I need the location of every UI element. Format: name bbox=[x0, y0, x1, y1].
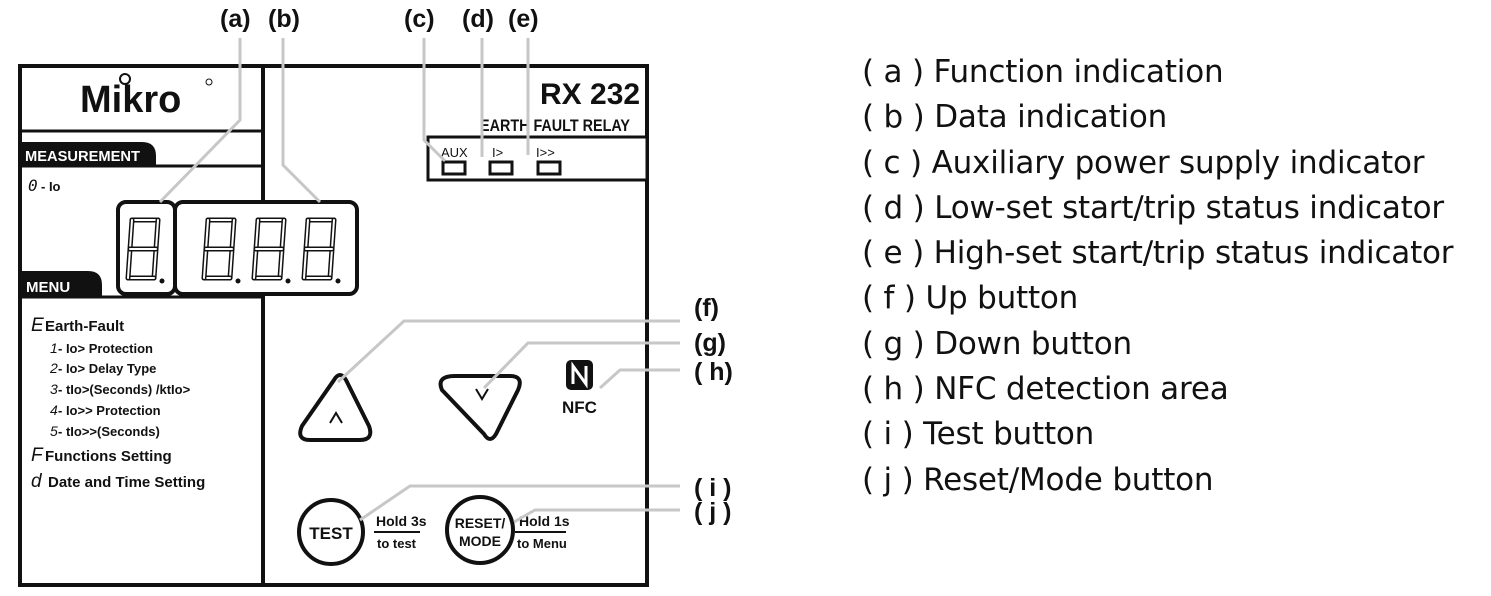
leader-i bbox=[359, 484, 680, 522]
svg-text:0: 0 bbox=[28, 176, 38, 195]
callout-i: ( i ) bbox=[694, 474, 732, 502]
model-title: RX 232 bbox=[540, 78, 640, 111]
svg-text:Hold 3s: Hold 3s bbox=[376, 513, 427, 529]
svg-text:3: 3 bbox=[50, 381, 58, 397]
nfc-icon bbox=[566, 360, 593, 390]
svg-text:MODE: MODE bbox=[459, 533, 501, 549]
svg-text:MEASUREMENT: MEASUREMENT bbox=[25, 148, 140, 165]
svg-text:d: d bbox=[31, 471, 43, 492]
up-arrow-icon bbox=[329, 411, 343, 424]
callout-a: (a) bbox=[220, 5, 251, 33]
leader-a bbox=[158, 38, 242, 204]
function-display bbox=[116, 200, 177, 296]
leader-c bbox=[422, 38, 447, 163]
data-digit-3 bbox=[301, 217, 341, 284]
callout-g: (g) bbox=[694, 329, 726, 357]
menu-header: MENU bbox=[20, 271, 263, 299]
svg-text:MENU: MENU bbox=[26, 279, 70, 296]
menu-item-tio-seconds: 3- tIo>(Seconds) /ktIo> bbox=[50, 381, 191, 397]
reset-mode-button[interactable]: RESET/ MODE bbox=[445, 495, 515, 565]
up-button[interactable] bbox=[298, 373, 373, 442]
svg-text:to Menu: to Menu bbox=[517, 536, 567, 551]
function-digit bbox=[125, 217, 165, 284]
legend-item-h: ( h ) NFC detection area bbox=[862, 371, 1229, 408]
leader-f bbox=[336, 319, 680, 384]
svg-text:Hold 1s: Hold 1s bbox=[519, 513, 570, 529]
svg-text:4: 4 bbox=[50, 402, 58, 418]
svg-text:AUX: AUX bbox=[441, 145, 468, 160]
callout-f: (f) bbox=[694, 294, 719, 322]
svg-text:- Io>> Protection: - Io>> Protection bbox=[58, 403, 161, 418]
menu-item-io-protection: 1- Io> Protection bbox=[50, 340, 153, 356]
legend-item-a: ( a ) Function indication bbox=[862, 54, 1224, 90]
svg-text:F: F bbox=[31, 445, 44, 466]
svg-text:5: 5 bbox=[50, 423, 58, 439]
data-display bbox=[173, 200, 359, 296]
nfc-label: NFC bbox=[562, 398, 597, 417]
reset-hint: Hold 1s to Menu bbox=[515, 513, 570, 551]
svg-text:to test: to test bbox=[377, 536, 417, 551]
test-hint: Hold 3s to test bbox=[374, 513, 427, 551]
legend-item-e: ( e ) High-set start/trip status indicat… bbox=[862, 235, 1454, 272]
svg-text:RESET/: RESET/ bbox=[455, 515, 506, 531]
indicator-low-set: I> bbox=[488, 145, 514, 176]
svg-text:I>: I> bbox=[492, 145, 503, 160]
down-arrow-icon bbox=[475, 388, 489, 401]
callout-h: ( h) bbox=[694, 358, 733, 386]
data-digit-1 bbox=[201, 217, 241, 284]
legend-item-i: ( i ) Test button bbox=[862, 416, 1095, 453]
callout-b: (b) bbox=[268, 5, 300, 33]
svg-text:- Io> Delay Type: - Io> Delay Type bbox=[58, 361, 156, 376]
leader-b bbox=[281, 38, 322, 204]
svg-text:E: E bbox=[31, 315, 44, 336]
svg-text:Earth-Fault: Earth-Fault bbox=[45, 318, 124, 335]
legend-item-c: ( c ) Auxiliary power supply indicator bbox=[862, 144, 1425, 181]
leader-h bbox=[598, 368, 680, 390]
callout-c: (c) bbox=[404, 5, 435, 33]
test-button[interactable]: TEST bbox=[297, 498, 365, 566]
menu-item-tio-high-seconds: 5- tIo>>(Seconds) bbox=[50, 423, 160, 439]
measurement-item: 0 - Io bbox=[28, 176, 61, 195]
leader-g bbox=[482, 341, 680, 390]
callout-j: ( j ) bbox=[694, 498, 732, 526]
svg-text:2: 2 bbox=[49, 360, 58, 376]
callout-d: (d) bbox=[462, 5, 494, 33]
callout-lines bbox=[158, 38, 680, 524]
svg-text:- tIo>>(Seconds): - tIo>>(Seconds) bbox=[58, 424, 160, 439]
nfc-area: NFC bbox=[562, 360, 597, 417]
legend-item-j: ( j ) Reset/Mode button bbox=[862, 461, 1214, 498]
measurement-header: MEASUREMENT bbox=[20, 142, 263, 168]
svg-text:- Io> Protection: - Io> Protection bbox=[58, 341, 153, 356]
callout-e: (e) bbox=[508, 5, 539, 33]
svg-text:I>>: I>> bbox=[536, 145, 555, 160]
leader-j bbox=[513, 508, 680, 524]
legend-list: ( a ) Function indication ( b ) Data ind… bbox=[862, 50, 1454, 503]
model-subtitle: EARTH FAULT RELAY bbox=[480, 116, 631, 135]
menu-item-io-delay-type: 2- Io> Delay Type bbox=[49, 360, 156, 376]
svg-text:Mikro: Mikro bbox=[80, 79, 181, 121]
svg-text:Date and Time Setting: Date and Time Setting bbox=[48, 474, 205, 491]
legend-item-d: ( d ) Low-set start/trip status indicato… bbox=[862, 189, 1444, 226]
svg-text:- Io: - Io bbox=[41, 179, 61, 194]
legend-item-b: ( b ) Data indication bbox=[862, 99, 1168, 136]
svg-text:1: 1 bbox=[50, 340, 58, 356]
svg-text:TEST: TEST bbox=[309, 524, 353, 543]
legend-item-f: ( f ) Up button bbox=[862, 280, 1079, 317]
menu-item-date-time-setting: d Date and Time Setting bbox=[31, 471, 205, 492]
down-button[interactable] bbox=[438, 374, 522, 441]
menu-item-io-high-protection: 4- Io>> Protection bbox=[50, 402, 161, 418]
mikro-logo: Mikro bbox=[80, 73, 213, 121]
data-digit-2 bbox=[251, 217, 291, 284]
indicator-aux: AUX bbox=[441, 145, 468, 176]
legend-item-g: ( g ) Down button bbox=[862, 325, 1132, 362]
indicator-high-set: I>> bbox=[536, 145, 562, 176]
svg-text:- tIo>(Seconds) /ktIo>: - tIo>(Seconds) /ktIo> bbox=[58, 382, 191, 397]
svg-text:Functions Setting: Functions Setting bbox=[45, 448, 172, 465]
